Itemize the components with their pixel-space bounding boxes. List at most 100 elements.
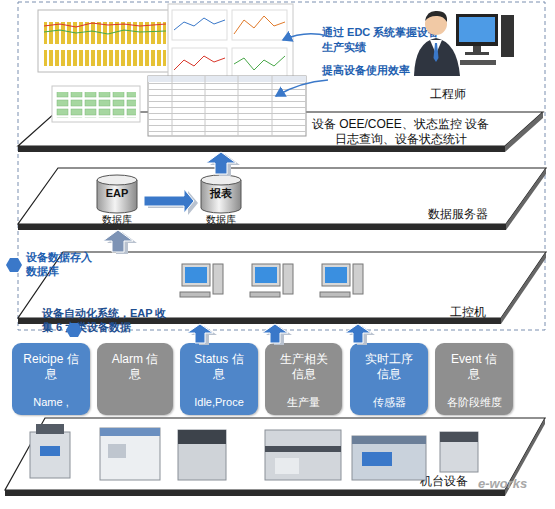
flow-note: 设备自动化系统，EAP 收集 6 大类设备数据: [42, 306, 170, 334]
callout-text: 提高设备使用效率: [322, 63, 432, 78]
status-cells: [56, 92, 136, 118]
box-detail: 传感器: [350, 395, 428, 409]
line-series: [44, 30, 166, 34]
computer-monitor: [252, 264, 280, 286]
table-screenshot: [148, 76, 306, 136]
machine-part: [362, 452, 392, 466]
arrow-shadow: [210, 154, 240, 176]
table-header: [148, 76, 306, 82]
engineer-hair: [425, 11, 447, 22]
machine: [352, 436, 426, 480]
db-name: 报表: [194, 186, 248, 200]
machine-part: [108, 444, 126, 458]
plane-side: [501, 252, 546, 324]
box-heading: 生产相关 信息: [276, 352, 332, 382]
engineer-shirt: [430, 40, 442, 54]
monitor-frame: [456, 14, 498, 46]
watermark: e-works: [478, 475, 527, 492]
cylinder-top: [201, 175, 241, 185]
computer-monitor: [322, 264, 350, 286]
plane-face: [18, 112, 543, 146]
box-heading: Reicipe 信息: [23, 352, 79, 382]
info-box: 生产相关 信息生产量: [265, 343, 342, 415]
chart-screenshot: [38, 10, 173, 72]
monitor-stand: [473, 46, 481, 52]
computer-keyboard: [180, 292, 210, 297]
computer-tower: [213, 264, 223, 294]
computer-tower: [353, 264, 363, 294]
box-detail: Name ,: [12, 395, 90, 409]
mini-chart: [232, 48, 287, 78]
machine: [30, 432, 70, 478]
plane-side: [506, 168, 546, 230]
mini-chart: [172, 10, 227, 40]
chart-panel: [168, 4, 293, 84]
info-box: Reicipe 信息 Name ,: [12, 343, 90, 415]
table-rows: [148, 82, 306, 136]
line-series: [234, 56, 285, 70]
machine-part: [178, 430, 226, 444]
computer-screen: [185, 267, 207, 283]
machine-part: [40, 446, 60, 456]
computer-monitor: [182, 264, 210, 286]
info-box: Alarm 信息: [97, 343, 173, 415]
info-box: Event 信息各阶段维度: [435, 343, 513, 415]
machine-part: [36, 424, 64, 434]
hexagon-bullet: [6, 258, 22, 272]
layer-plane: 数据服务器EAP数据库报表数据库: [18, 168, 546, 230]
flow-note: 设备数据存入数据库: [26, 250, 94, 278]
plane-face: [5, 418, 545, 490]
box-detail: 各阶段维度: [435, 395, 513, 409]
monitor-base: [465, 52, 489, 55]
box-heading: Event 信息: [446, 352, 502, 382]
machine: [100, 428, 160, 480]
plane-edge: [18, 224, 506, 230]
block-arrow: [345, 324, 371, 343]
computer-screen: [255, 267, 277, 283]
callout-arrow: [276, 80, 328, 96]
computer-keyboard: [250, 292, 280, 297]
plane-edge: [5, 490, 505, 496]
arrow-shadow: [349, 326, 375, 345]
layer-plane: 机台设备: [5, 418, 545, 496]
layer-name: 机台设备: [420, 473, 468, 489]
machine-part: [440, 432, 478, 442]
mini-chart: [172, 48, 227, 78]
machine-part: [352, 436, 426, 444]
arrow-shadow: [107, 232, 137, 254]
block-arrow: [187, 324, 213, 343]
arrow-shadow: [148, 191, 198, 215]
arrow-shadow: [266, 326, 292, 345]
callout-text: 通过 EDC 系统掌握设备生产实绩: [322, 25, 447, 55]
database-cylinder: 报表数据库: [194, 174, 248, 228]
computer-tower: [283, 264, 293, 294]
layer-name: 数据服务器: [428, 206, 488, 222]
machine: [265, 430, 341, 480]
engineer-tie: [434, 43, 439, 62]
block-arrow: [144, 189, 194, 213]
db-caption: 数据库: [194, 213, 248, 226]
role-label: 工程师: [430, 86, 466, 102]
machine-part: [275, 458, 299, 474]
block-arrow: [262, 324, 288, 343]
hexagon-bullet: [66, 323, 82, 337]
line-series: [174, 18, 225, 30]
table-column: [272, 76, 273, 136]
bar-series: [44, 22, 166, 66]
layer-plane: 设备 OEE/COEE、状态监控 设备日志查询、设备状态统计: [18, 112, 543, 152]
computer-keyboard: [320, 292, 350, 297]
box-heading: 实时工序 信息: [361, 352, 417, 382]
monitor-screen: [459, 17, 495, 42]
line-series: [174, 56, 225, 70]
database-cylinder: EAP数据库: [90, 174, 144, 228]
machine: [178, 430, 226, 480]
info-box: 实时工序 信息传感器: [350, 343, 428, 415]
engineer-head: [425, 13, 447, 35]
line-series: [234, 16, 285, 34]
block-arrow: [206, 152, 236, 174]
info-box: Status 信息Idle,Proce: [180, 343, 258, 415]
table-column: [238, 76, 239, 136]
layer-text: 设备 OEE/COEE、状态监控 设备日志查询、设备状态统计: [308, 117, 493, 147]
plane-edge: [18, 146, 505, 152]
